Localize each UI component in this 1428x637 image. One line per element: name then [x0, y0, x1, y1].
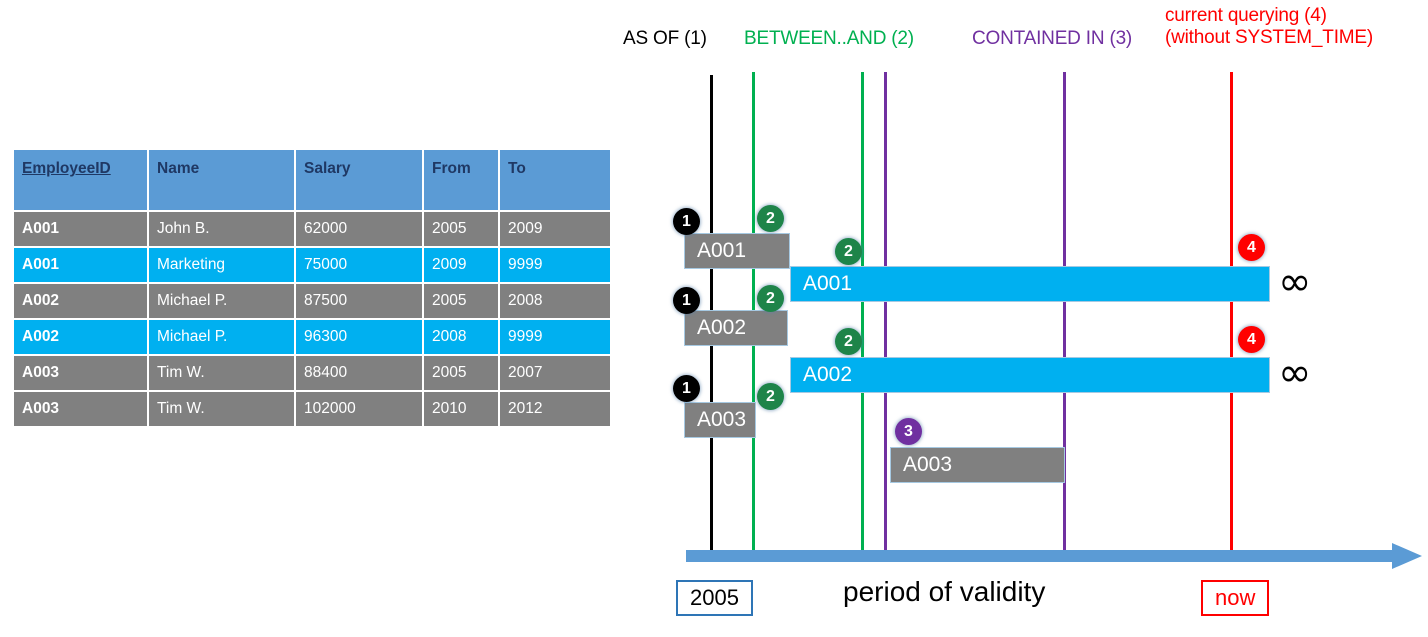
contained-end-vertical-line	[1063, 72, 1066, 562]
cell-name: Tim W.	[149, 392, 294, 426]
bar-label: A002	[697, 316, 747, 339]
cell-employeeid: A001	[14, 248, 147, 282]
timeline-axis	[686, 550, 1398, 562]
marker-3-a003: 3	[895, 418, 922, 445]
bar-a003-first: A003	[684, 402, 756, 438]
marker-2-a002-start: 2	[757, 285, 784, 312]
cell-from: 2010	[424, 392, 498, 426]
marker-2-a003: 2	[757, 383, 784, 410]
table-row: A001 Marketing 75000 2009 9999	[14, 248, 610, 282]
legend-contained-in: CONTAINED IN (3)	[972, 28, 1133, 49]
cell-name: Michael P.	[149, 320, 294, 354]
legend-current-querying-line2: (without SYSTEM_TIME)	[1165, 26, 1374, 48]
cell-employeeid: A001	[14, 212, 147, 246]
legend-current-querying: current querying (4) (without SYSTEM_TIM…	[1165, 5, 1373, 49]
bar-a003-second: A003	[890, 447, 1065, 483]
cell-to: 2012	[500, 392, 610, 426]
cell-employeeid: A002	[14, 320, 147, 354]
cell-to: 9999	[500, 248, 610, 282]
infinity-icon: ∞	[1278, 350, 1312, 396]
timeline-arrow-icon	[1392, 543, 1422, 569]
column-header-from: From	[424, 150, 498, 210]
table-row: A002 Michael P. 87500 2005 2008	[14, 284, 610, 318]
marker-2-a001-start: 2	[757, 205, 784, 232]
marker-2-a001-end: 2	[835, 238, 862, 265]
cell-from: 2009	[424, 248, 498, 282]
bar-a002-current: A002	[790, 357, 1270, 393]
marker-1-a002: 1	[673, 287, 700, 314]
cell-name: Tim W.	[149, 356, 294, 390]
now-vertical-line	[1230, 72, 1233, 562]
marker-4-a001: 4	[1238, 234, 1265, 261]
table-row: A001 John B. 62000 2005 2009	[14, 212, 610, 246]
legend-as-of: AS OF (1)	[623, 28, 707, 49]
contained-start-vertical-line	[884, 72, 887, 562]
cell-to: 2007	[500, 356, 610, 390]
cell-from: 2005	[424, 356, 498, 390]
column-header-name: Name	[149, 150, 294, 210]
cell-name: John B.	[149, 212, 294, 246]
cell-employeeid: A002	[14, 284, 147, 318]
bar-a001-historical: A001	[684, 233, 790, 269]
legend-current-querying-line1: current querying (4)	[1165, 5, 1327, 26]
legend-between-and: BETWEEN..AND (2)	[744, 28, 914, 49]
cell-from: 2005	[424, 212, 498, 246]
infinity-icon: ∞	[1278, 259, 1312, 305]
cell-salary: 87500	[296, 284, 422, 318]
cell-employeeid: A003	[14, 356, 147, 390]
table-row: A003 Tim W. 88400 2005 2007	[14, 356, 610, 390]
cell-from: 2005	[424, 284, 498, 318]
table-header-row: EmployeeID Name Salary From To	[14, 150, 610, 210]
cell-salary: 96300	[296, 320, 422, 354]
axis-start-label: 2005	[676, 580, 753, 616]
cell-salary: 75000	[296, 248, 422, 282]
cell-to: 9999	[500, 320, 610, 354]
cell-to: 2009	[500, 212, 610, 246]
bar-label: A003	[697, 408, 747, 431]
bar-label: A002	[803, 363, 853, 386]
marker-4-a002: 4	[1238, 326, 1265, 353]
column-header-employeeid-label: EmployeeID	[22, 160, 111, 177]
bar-a001-current: A001	[790, 266, 1270, 302]
employee-history-table: EmployeeID Name Salary From To A001 John…	[12, 148, 612, 428]
table-header: EmployeeID Name Salary From To	[14, 150, 610, 210]
cell-name: Marketing	[149, 248, 294, 282]
bar-a002-historical: A002	[684, 310, 788, 346]
between-end-vertical-line	[861, 72, 864, 562]
axis-now-label: now	[1201, 580, 1270, 616]
marker-2-a002-end: 2	[835, 328, 862, 355]
table-row: A002 Michael P. 96300 2008 9999	[14, 320, 610, 354]
cell-to: 2008	[500, 284, 610, 318]
column-header-salary: Salary	[296, 150, 422, 210]
bar-label: A001	[803, 272, 853, 295]
table-body: A001 John B. 62000 2005 2009 A001 Market…	[14, 212, 610, 426]
bar-label: A003	[903, 453, 953, 476]
cell-from: 2008	[424, 320, 498, 354]
table-row: A003 Tim W. 102000 2010 2012	[14, 392, 610, 426]
cell-salary: 88400	[296, 356, 422, 390]
bar-label: A001	[697, 239, 747, 262]
marker-1-a001: 1	[673, 208, 700, 235]
axis-caption: period of validity	[843, 576, 1046, 607]
cell-salary: 62000	[296, 212, 422, 246]
column-header-to: To	[500, 150, 610, 210]
cell-employeeid: A003	[14, 392, 147, 426]
marker-1-a003: 1	[673, 375, 700, 402]
cell-name: Michael P.	[149, 284, 294, 318]
cell-salary: 102000	[296, 392, 422, 426]
column-header-employeeid: EmployeeID	[14, 150, 147, 210]
